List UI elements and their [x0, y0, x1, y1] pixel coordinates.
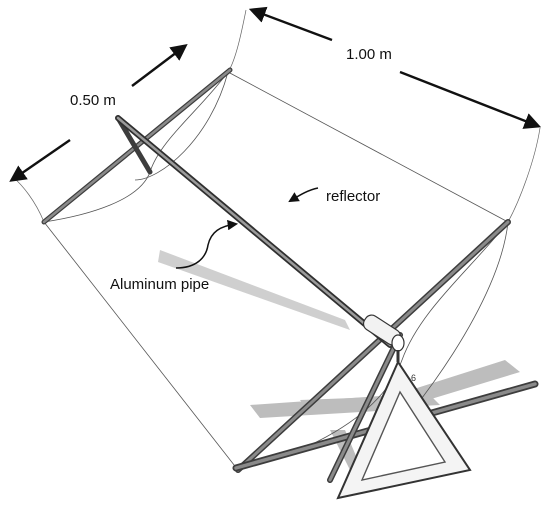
width-arrow-lower: [9, 139, 71, 182]
ground-shadow: [158, 250, 520, 480]
stand-mark: 6: [411, 373, 416, 383]
length-dimension-label: 1.00 m: [346, 46, 392, 63]
reflector-label: reflector: [326, 188, 381, 205]
frame: [41, 67, 539, 483]
length-arrow-right: [399, 70, 542, 129]
length-arrow-left: [248, 6, 333, 42]
triangle-stand: [336, 350, 472, 500]
reflector-arrow: [288, 187, 319, 203]
callout-leaders: [175, 187, 319, 269]
pipe-fitting: [362, 314, 405, 352]
pipe-arrow: [175, 219, 239, 269]
width-dimension-label: 0.50 m: [70, 92, 116, 109]
pipe-label: Aluminum pipe: [110, 276, 210, 293]
width-arrow-upper: [131, 43, 188, 87]
dimension-arrows: [9, 6, 542, 182]
dimension-extension-lines: [13, 9, 541, 223]
